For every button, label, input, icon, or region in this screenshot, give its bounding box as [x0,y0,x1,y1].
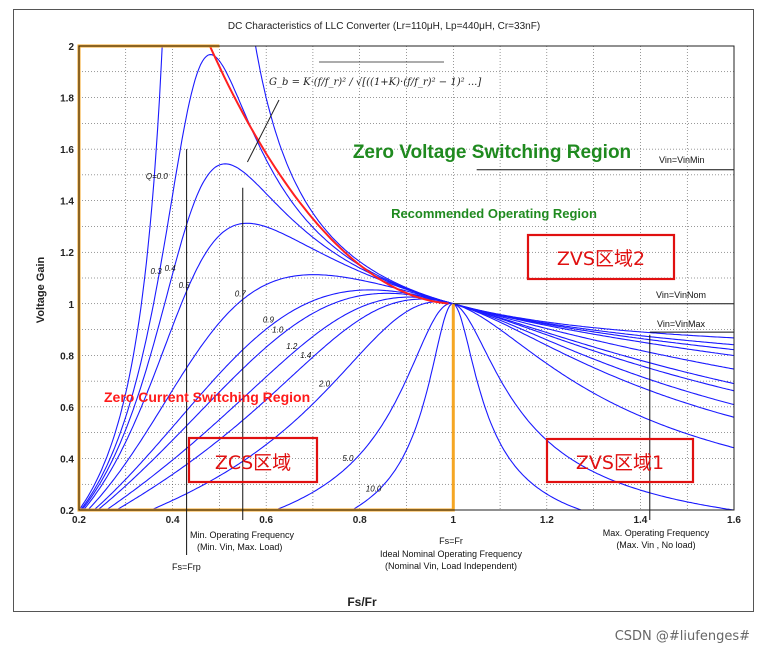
zcs-box [187,436,319,484]
y-axis-label: Voltage Gain [35,257,47,324]
gain-curve [79,46,734,510]
y-tick-label: 0.4 [60,454,74,465]
fs-frp-label: Fs=Frp [172,562,201,572]
curve-label: 0.5 [179,281,191,290]
zcs-box-label: ZCS区域 [215,452,291,474]
nominal-freq-label: Ideal Nominal Operating Frequency [380,549,523,559]
y-tick-label: 1.4 [60,197,74,208]
y-tick-label: 0.8 [60,351,74,362]
min-freq-sub-label: (Min. Vin, Max. Load) [197,542,282,552]
vin-nom-label: Vin=VinNom [656,290,706,300]
gain-curve [350,303,583,510]
formula-pointer [246,99,280,163]
x-tick-label: 1.2 [540,515,554,526]
y-tick-label: 1.2 [60,248,74,259]
gain-curve [81,163,734,510]
zvs-box-1-label: ZVS区域1 [576,452,664,474]
curve-label: 2.0 [318,380,331,389]
curve-label: 1.4 [300,351,312,360]
y-tick-label: 0.2 [60,506,74,517]
zcs-region-label: Zero Current Switching Region [104,389,310,405]
y-tick-label: 1.8 [60,94,74,105]
curve-label: 1.2 [286,342,298,351]
y-tick-label: 2 [68,42,74,53]
curve-label: 0.9 [263,315,275,324]
zvs-box-1 [545,437,695,484]
peak-gain-locus [196,46,449,305]
curve-label: 0.7 [235,289,247,298]
gain-curve [96,292,734,510]
gain-curve [87,274,734,510]
x-axis-label: Fs/Fr [347,595,377,609]
max-freq-label: Max. Operating Frequency [603,528,710,538]
recommended-label: Recommended Operating Region [391,206,597,221]
watermark: CSDN @#liufenges# [614,629,750,644]
curve-label: 5.0 [342,454,354,463]
fs-fr-label: Fs=Fr [439,536,463,546]
x-tick-label: 0.4 [166,515,180,526]
chart-title: DC Characteristics of LLC Converter (Lr=… [228,21,540,32]
x-tick-label: 0.6 [259,515,273,526]
x-tick-label: 1.6 [727,515,741,526]
y-tick-label: 1 [68,300,74,311]
min-freq-label: Min. Operating Frequency [190,530,295,540]
gain-curve [82,222,734,510]
max-freq-sub-label: (Max. Vin , No load) [616,540,695,550]
gain-curve [273,302,734,510]
curve-label: 10.0 [366,485,382,494]
gain-curve [149,301,734,510]
x-tick-label: 0.2 [72,515,86,526]
curve-label: Q=0.0 [146,172,169,181]
x-tick-label: 1.4 [633,515,647,526]
curve-label: 1.0 [272,326,284,335]
nominal-freq-sub-label: (Nominal Vin, Load Independent) [385,561,517,571]
y-tick-label: 1.6 [60,145,74,156]
zvs-region-label: Zero Voltage Switching Region [353,142,631,163]
y-tick-label: 0.6 [60,403,74,414]
x-tick-label: 1 [451,515,457,526]
plot-border [78,45,735,511]
zvs-box-2-label: ZVS区域2 [557,248,645,270]
x-tick-label: 0.8 [353,515,367,526]
formula-label: G_b = K·(f/f_r)² / √[((1+K)·(f/f_r)² − 1… [269,77,481,88]
curve-label: 0.3 [151,267,163,276]
zvs-box-2 [526,233,676,281]
curve-label: 0.4 [165,264,177,273]
vin-max-label: Vin=VinMax [657,319,705,329]
vin-min-label: Vin=VinMin [659,155,704,165]
